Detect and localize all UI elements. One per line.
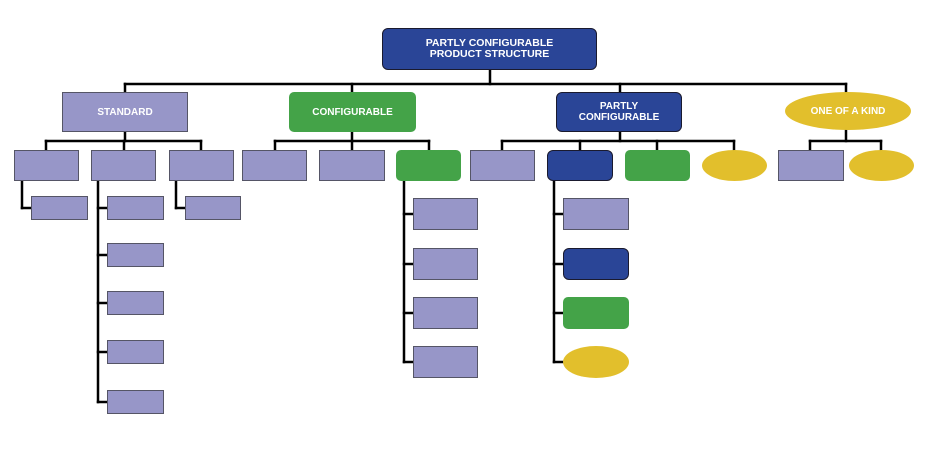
standard-node xyxy=(319,150,385,181)
one-of-a-kind-node xyxy=(849,150,914,181)
root-label: PARTLY CONFIGURABLE PRODUCT STRUCTURE xyxy=(425,37,554,60)
root-node: PARTLY CONFIGURABLE PRODUCT STRUCTURE xyxy=(382,28,597,70)
standard-node xyxy=(413,248,478,280)
branch-partly-configurable: PARTLY CONFIGURABLE xyxy=(556,92,682,132)
branch-label: PARTLY CONFIGURABLE xyxy=(578,101,660,123)
configurable-node xyxy=(396,150,461,181)
standard-node xyxy=(107,390,164,414)
standard-node xyxy=(14,150,79,181)
one-of-a-kind-node xyxy=(563,346,629,378)
standard-node xyxy=(107,291,164,315)
configurable-node xyxy=(625,150,690,181)
branch-standard: STANDARD xyxy=(62,92,188,132)
standard-node xyxy=(91,150,156,181)
partly-configurable-node xyxy=(563,248,629,280)
standard-node xyxy=(413,297,478,329)
standard-node xyxy=(413,346,478,378)
standard-node xyxy=(778,150,844,181)
branch-label: STANDARD xyxy=(97,106,153,118)
standard-node xyxy=(563,198,629,230)
one-of-a-kind-node xyxy=(702,150,767,181)
standard-node xyxy=(185,196,241,220)
standard-node xyxy=(470,150,535,181)
branch-configurable: CONFIGURABLE xyxy=(289,92,416,132)
standard-node xyxy=(107,340,164,364)
standard-node xyxy=(413,198,478,230)
standard-node xyxy=(169,150,234,181)
standard-node xyxy=(107,196,164,220)
branch-label: ONE OF A KIND xyxy=(810,105,886,117)
branch-one-of-a-kind: ONE OF A KIND xyxy=(785,92,911,130)
standard-node xyxy=(107,243,164,267)
branch-label: CONFIGURABLE xyxy=(312,106,393,118)
partly-configurable-node xyxy=(547,150,613,181)
standard-node xyxy=(31,196,88,220)
configurable-node xyxy=(563,297,629,329)
standard-node xyxy=(242,150,307,181)
